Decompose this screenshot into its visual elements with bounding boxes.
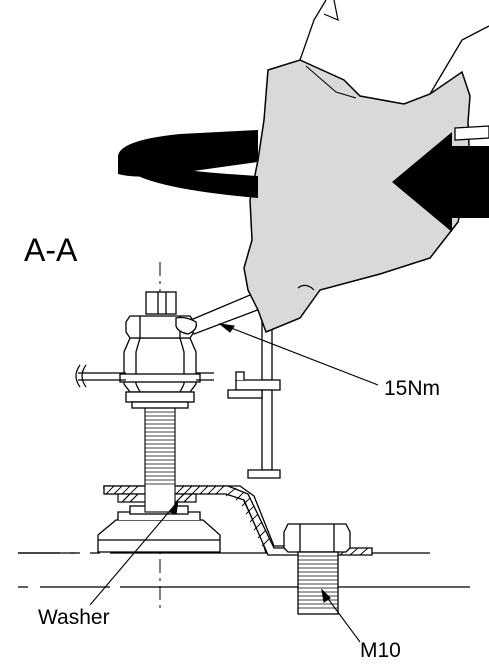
- rubber-bushing: [119, 337, 201, 409]
- floor-lines: [18, 552, 470, 588]
- bolt-leader: [325, 595, 361, 643]
- hand-with-wrench-icon: [175, 0, 489, 335]
- curved-arrow-icon: [118, 125, 489, 232]
- torque-leader: [225, 325, 379, 386]
- leader-lines: [89, 323, 379, 643]
- leveling-foot-base: [97, 505, 221, 553]
- side-panel: [75, 364, 214, 388]
- washer-label: Washer: [38, 606, 110, 629]
- washer-leader: [89, 505, 175, 606]
- threaded-spindle: [144, 399, 176, 513]
- torque-label: 15Nm: [384, 377, 441, 400]
- m10-bolt: [283, 523, 351, 615]
- bolt-label: M10: [360, 639, 401, 662]
- section-label: A-A: [24, 232, 78, 268]
